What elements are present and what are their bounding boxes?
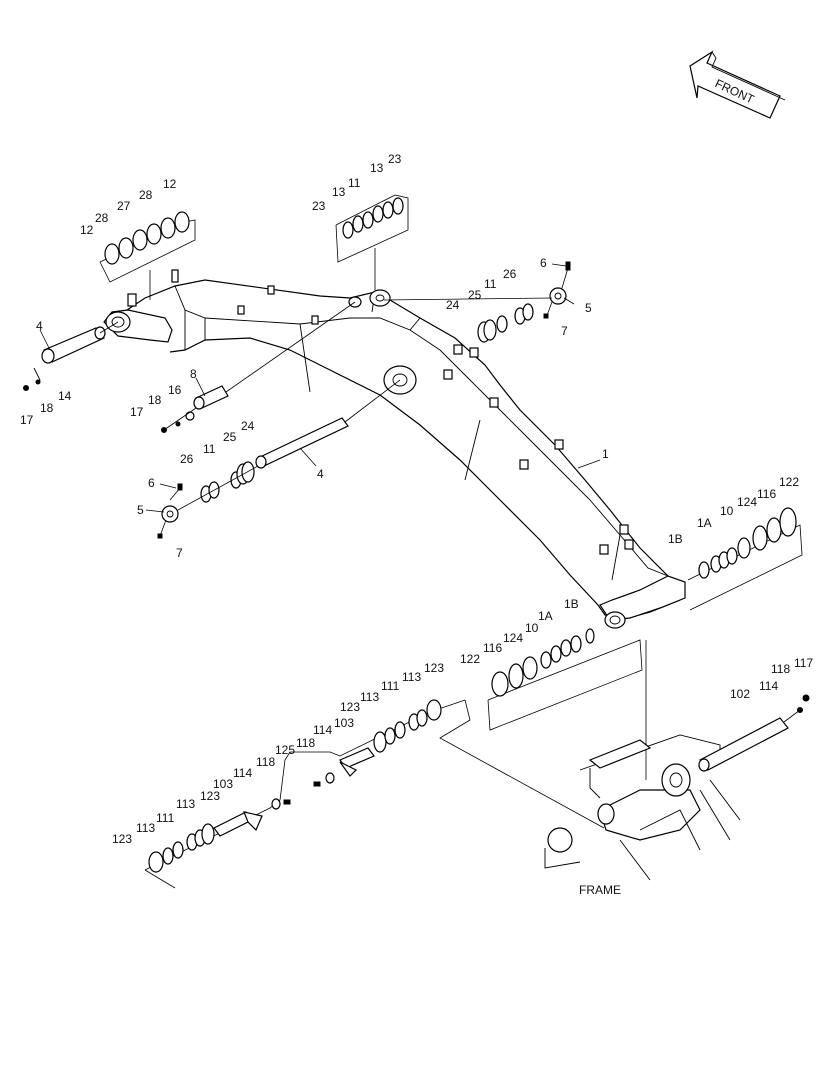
label-17a: 17 [20,413,34,427]
label-103b: 103 [213,777,233,791]
label-pin-5: 4 [36,319,43,333]
label-118c: 118 [256,755,275,769]
label-113a: 113 [402,670,421,684]
top-center-washer-stack [335,194,409,290]
label-rw-7: 5 [585,301,592,315]
label-center-1A: 1A [538,609,553,623]
label-18b: 18 [148,393,162,407]
label-boom-1: 1 [602,447,609,461]
label-pin-6: 8 [190,367,197,381]
label-116b: 114 [233,766,252,780]
label-111b: 111 [156,811,175,825]
label-113b: 113 [360,690,379,704]
label-center-1B: 1B [564,597,579,611]
label-rw-25: 25 [468,288,482,302]
label-rw-26: 26 [503,267,517,281]
label-tc-23b: 23 [388,152,402,166]
label-123c: 123 [200,789,220,803]
label-center-122: 122 [460,652,480,666]
label-26b: 26 [180,452,194,466]
label-25b: 25 [223,430,237,444]
pin-4 [255,379,401,469]
label-front-wash-122: 122 [779,475,799,489]
label-113d: 113 [136,821,155,835]
label-8b: 6 [148,476,155,490]
center-washer-stack [487,628,643,731]
label-center-10: 10 [525,621,539,635]
label-14: 14 [58,389,72,403]
label-tl-27: 27 [117,199,131,213]
label-center-124: 124 [503,631,523,645]
label-117: 117 [794,656,813,670]
label-center-112: 116 [483,641,502,655]
left-washers [157,461,259,539]
label-rw-8: 6 [540,256,547,270]
label-rw-9: 7 [561,324,568,338]
front-right-washer-stack [645,507,803,780]
frame-label: FRAME [579,883,621,897]
label-24b: 24 [241,419,255,433]
label-7b: 5 [137,503,144,517]
label-116a: 114 [313,723,332,737]
label-123a: 123 [424,661,444,675]
pin-5 [41,321,119,364]
frame-area [544,694,810,881]
pin-6 [193,301,356,410]
lower-left-assembly [144,699,605,889]
label-tc-13a: 13 [332,185,346,199]
label-18a: 18 [40,401,54,415]
label-125: 125 [275,743,295,757]
label-rw-24: 24 [446,298,460,312]
label-102: 102 [730,687,750,701]
label-123b: 123 [340,700,360,714]
label-front-wash-1A: 1A [697,516,712,530]
label-tl-28a: 28 [95,211,109,225]
label-17b: 17 [130,405,144,419]
label-123d: 123 [112,832,132,846]
label-rw-11: 11 [484,277,497,291]
label-tc-11: 11 [348,176,361,190]
boom [103,269,686,629]
label-leaders [39,263,601,513]
right-washers [383,261,571,343]
left-bolts [23,367,197,433]
label-118b: 118 [296,736,315,750]
part-labels: 122 116 124 10 1A 1B 1 1B 1A 10 124 116 … [20,152,813,897]
label-front-wash-10: 10 [720,504,734,518]
label-tl-12a: 12 [80,223,94,237]
top-left-washer-stack [99,211,196,300]
front-arrow: FRONT [689,50,786,119]
label-front-wash-1B: 1B [668,532,683,546]
label-front-wash-124: 124 [737,495,757,509]
label-tl-12b: 12 [163,177,177,191]
label-111a: 111 [381,679,400,693]
label-118a: 118 [771,662,790,676]
label-pin-4: 4 [317,467,324,481]
label-113c: 113 [176,797,195,811]
label-tl-28b: 28 [139,188,153,202]
label-9b: 7 [176,546,183,560]
label-11b: 11 [203,442,216,456]
label-tc-23a: 23 [312,199,326,213]
label-114: 114 [759,679,778,693]
label-front-wash-112: 116 [757,487,776,501]
label-tc-13b: 13 [370,161,384,175]
label-103a: 103 [334,716,354,730]
label-16: 16 [168,383,182,397]
